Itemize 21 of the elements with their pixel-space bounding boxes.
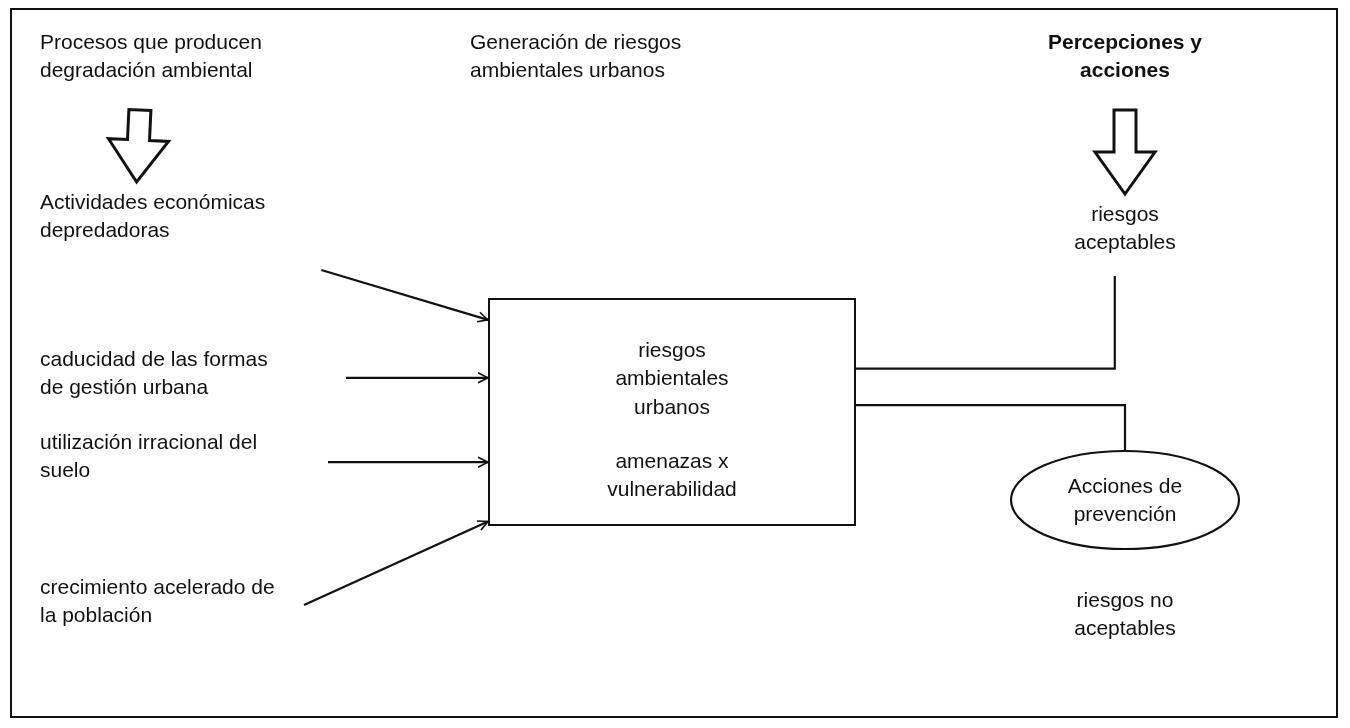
node-text: Actividades económicas depredadoras [40,189,267,244]
hollow-arrow [105,107,172,185]
connector-line [856,404,1127,450]
box-text: riesgos ambientales urbanos [614,337,730,420]
node-text: utilización irracional del suelo [40,429,259,484]
process-box [488,298,856,526]
node-text: Procesos que producen degradación ambiental [40,29,263,84]
connector-line [856,276,1116,370]
box-text: amenazas x vulnerabilidad [606,448,738,503]
note-text: riesgos no aceptables [1073,587,1177,642]
arrow [321,268,489,323]
node-text: riesgos aceptables [1073,201,1177,256]
node-text: Acciones de prevención [1066,472,1184,527]
column-heading: Generación de riesgos ambientales urbanos [470,29,683,84]
arrow [346,372,489,384]
hollow-arrow [1092,108,1158,197]
arrow [328,456,489,468]
arrow [303,520,489,606]
node-text: caducidad de las formas de gestión urbana [40,346,269,401]
node-text: crecimiento acelerado de la población [40,574,276,629]
node-text: Percepciones y acciones [1046,29,1204,84]
